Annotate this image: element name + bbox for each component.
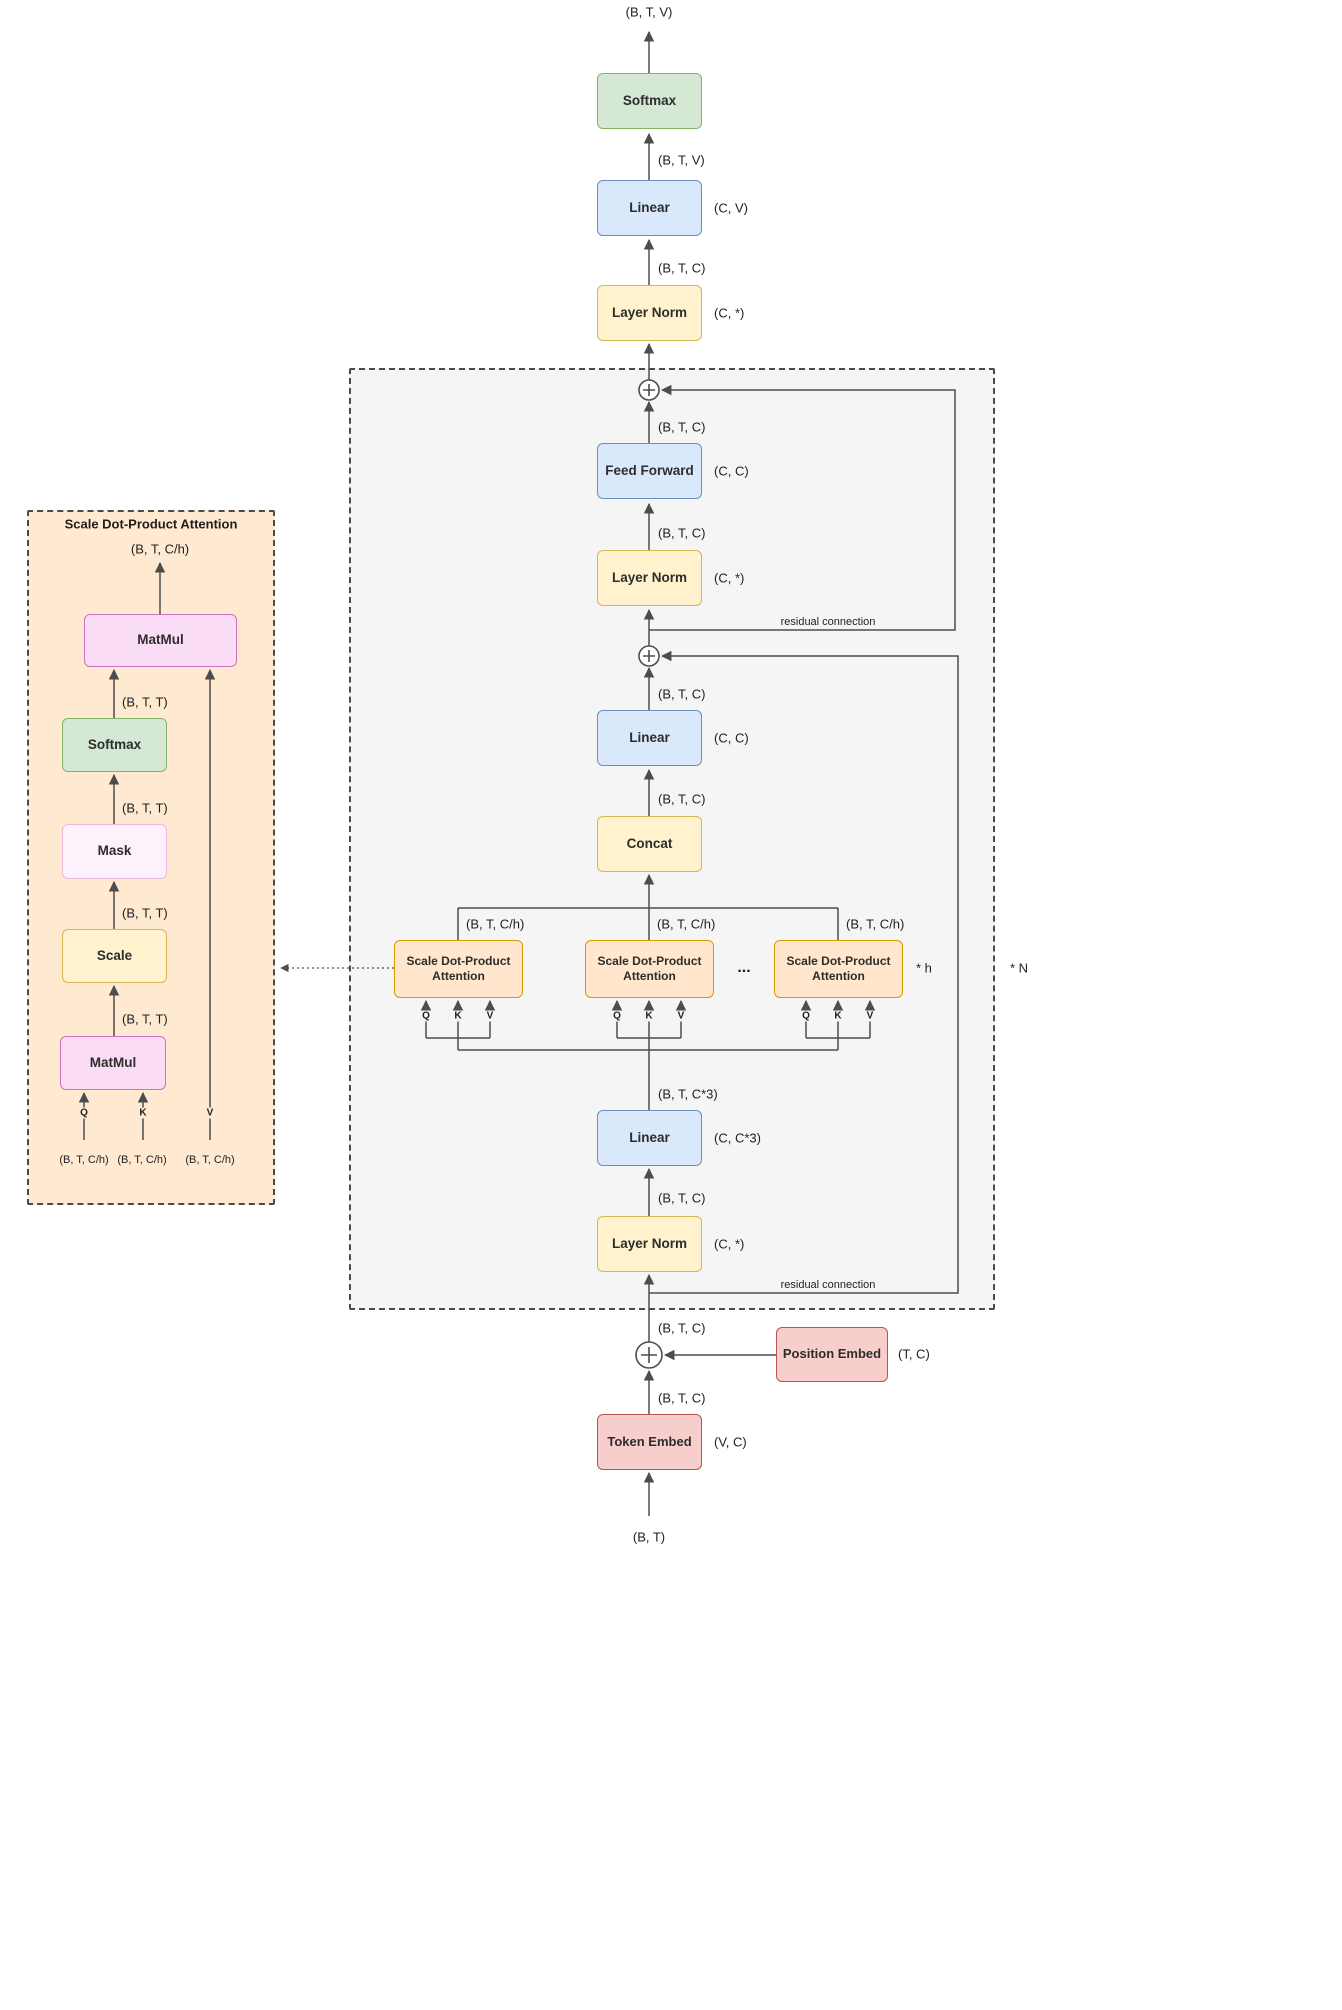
weight-label-linear-output: (C, V): [714, 200, 748, 216]
shape-label: (B, T, V): [658, 152, 705, 168]
shape-label: (B, T, C*3): [658, 1086, 718, 1102]
shape-label: (B, T, C): [658, 686, 706, 702]
detail-matmul-bottom-node: MatMul: [60, 1036, 166, 1090]
weight-label-layernorm-ff: (C, *): [714, 570, 745, 586]
heads-multiplier-label: * h: [916, 960, 932, 976]
shape-label: (B, T, C): [658, 419, 706, 435]
k-label-head2: K: [643, 1010, 655, 1022]
concat-node: Concat: [597, 816, 702, 872]
head2-output-shape-label: (B, T, C/h): [657, 916, 716, 932]
head1-output-shape-label: (B, T, C/h): [466, 916, 525, 932]
qkv-bracket-1: [426, 1037, 490, 1050]
shape-label: (B, T, T): [122, 905, 168, 921]
linear-output-node: Linear: [597, 180, 702, 236]
weight-label-feed-forward: (C, C): [714, 463, 749, 479]
k-label-head1: K: [452, 1010, 464, 1022]
detail-v-shape-label: (B, T, C/h): [185, 1154, 235, 1166]
detail-scale-node: Scale: [62, 929, 167, 983]
detail-k-shape-label: (B, T, C/h): [117, 1154, 167, 1166]
qkv-trunk: [458, 1049, 838, 1110]
shape-label: (B, T, C): [658, 791, 706, 807]
v-label-head3: V: [864, 1010, 876, 1022]
detail-matmul-top-node: MatMul: [84, 614, 237, 667]
v-label-head1: V: [484, 1010, 496, 1022]
weight-label-position-embed: (T, C): [898, 1346, 930, 1362]
detail-mask-node: Mask: [62, 824, 167, 879]
heads-ellipsis: ...: [737, 959, 751, 976]
heads-output-bus: [457, 907, 839, 940]
output-shape-label: (B, T, V): [625, 4, 673, 20]
residual-label-top: residual connection: [780, 616, 876, 628]
layernorm-final-node: Layer Norm: [597, 285, 702, 341]
shape-label: (B, T, C): [658, 1190, 706, 1206]
qkv-bracket-3: [806, 1037, 870, 1050]
q-label-head2: Q: [611, 1010, 623, 1022]
linear-qkv-node: Linear: [597, 1110, 702, 1166]
attention-head-2-node: Scale Dot-Product Attention: [585, 940, 714, 998]
attention-head-1-node: Scale Dot-Product Attention: [394, 940, 523, 998]
weight-label-linear-proj: (C, C): [714, 730, 749, 746]
layernorm-ff-node: Layer Norm: [597, 550, 702, 606]
add-icon: [638, 645, 660, 667]
detail-softmax-node: Softmax: [62, 718, 167, 772]
residual-wire-top: [649, 384, 956, 631]
shape-label: (B, T, C): [658, 1320, 706, 1336]
shape-label: (B, T, T): [122, 800, 168, 816]
residual-wire-bottom: [649, 650, 959, 1294]
token-embed-node: Token Embed: [597, 1414, 702, 1470]
detail-title: Scale Dot-Product Attention: [64, 516, 238, 532]
shape-label: (B, T, C): [658, 260, 706, 276]
feed-forward-node: Feed Forward: [597, 443, 702, 499]
add-icon: [635, 1341, 663, 1369]
position-embed-node: Position Embed: [776, 1327, 888, 1382]
attention-head-3-node: Scale Dot-Product Attention: [774, 940, 903, 998]
q-label-head3: Q: [800, 1010, 812, 1022]
block-multiplier-label: * N: [1010, 960, 1029, 976]
weight-label-linear-qkv: (C, C*3): [714, 1130, 761, 1146]
shape-label: (B, T, T): [122, 694, 168, 710]
linear-proj-node: Linear: [597, 710, 702, 766]
residual-label-bottom: residual connection: [780, 1279, 876, 1291]
shape-label: (B, T, C): [658, 525, 706, 541]
weight-label-layernorm-input: (C, *): [714, 1236, 745, 1252]
k-label-head3: K: [832, 1010, 844, 1022]
weight-label-token-embed: (V, C): [714, 1434, 747, 1450]
input-shape-label: (B, T): [632, 1529, 666, 1545]
shape-label: (B, T, C): [658, 1390, 706, 1406]
shape-label: (B, T, T): [122, 1011, 168, 1027]
q-label-head1: Q: [420, 1010, 432, 1022]
detail-k-label: K: [137, 1107, 149, 1119]
detail-q-label: Q: [78, 1107, 90, 1119]
detail-q-shape-label: (B, T, C/h): [59, 1154, 109, 1166]
add-icon: [638, 379, 660, 401]
head3-output-shape-label: (B, T, C/h): [846, 916, 905, 932]
softmax-output-node: Softmax: [597, 73, 702, 129]
detail-v-label: V: [204, 1107, 216, 1119]
detail-output-shape-label: (B, T, C/h): [130, 541, 190, 557]
v-label-head2: V: [675, 1010, 687, 1022]
qkv-bracket-2: [617, 1037, 681, 1050]
layernorm-input-node: Layer Norm: [597, 1216, 702, 1272]
weight-label-layernorm-final: (C, *): [714, 305, 745, 321]
